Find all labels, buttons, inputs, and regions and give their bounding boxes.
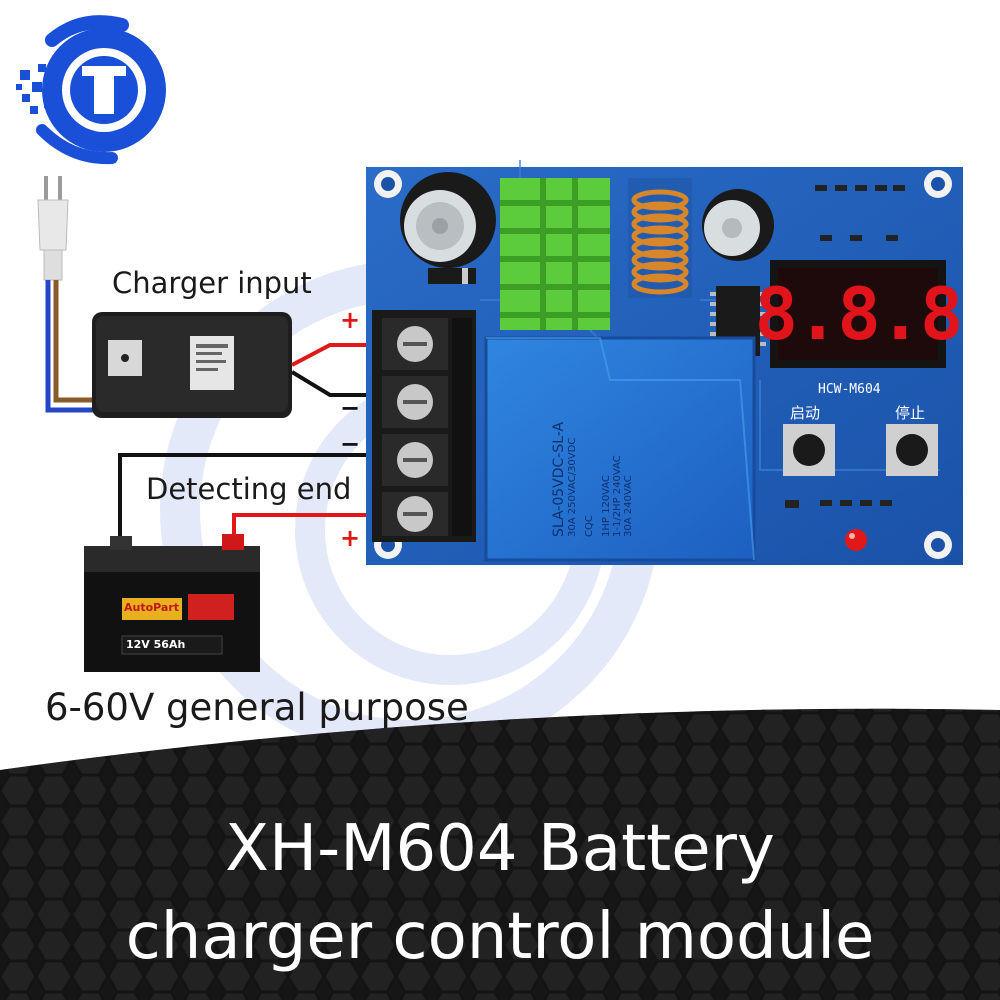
- title-line-1: XH-M604 Battery: [225, 812, 775, 886]
- start-button[interactable]: [783, 424, 835, 476]
- title-line-2: charger control module: [125, 900, 875, 974]
- stop-button[interactable]: [886, 424, 938, 476]
- charger-input-label: Charger input: [112, 266, 312, 300]
- terminal-sign-2: −: [340, 394, 361, 422]
- board-model-label: HCW-M604: [818, 382, 881, 397]
- relay-line-2: 30A 250VAC/30VDC: [567, 437, 578, 537]
- display-digits: 8.8.8: [754, 272, 964, 356]
- battery-brand: AutoPart: [124, 601, 180, 614]
- relay-brand: CQC: [584, 515, 595, 537]
- terminal-sign-1: +: [340, 306, 361, 334]
- relay-line-1: SLA-05VDC-SL-A: [551, 421, 567, 537]
- car-battery: [84, 534, 260, 672]
- start-button-label: 启动: [790, 404, 821, 422]
- stop-button-label: 停止: [895, 404, 926, 422]
- bottom-banner: [0, 708, 1000, 1000]
- terminal-block: [372, 310, 476, 542]
- relay-line-3: 1HP 120VAC: [601, 474, 612, 537]
- relay-label: SLA-05VDC-SL-A 30A 250VAC/30VDC CQC 1HP …: [551, 397, 701, 537]
- brand-logo: [16, 15, 166, 165]
- led-display: 8.8.8: [755, 268, 964, 360]
- relay-line-4: 1-1/2HP 240VAC: [612, 455, 623, 537]
- battery-voltage: 12V 56Ah: [126, 638, 186, 651]
- terminal-sign-3: −: [340, 430, 361, 458]
- power-plug: [37, 176, 94, 413]
- purpose-label: 6-60V general purpose: [45, 686, 469, 729]
- detecting-end-label: Detecting end: [146, 472, 352, 506]
- terminal-sign-4: +: [340, 524, 361, 552]
- relay-line-5: 30A 240VAC: [623, 475, 634, 537]
- charger-adapter: [92, 312, 292, 418]
